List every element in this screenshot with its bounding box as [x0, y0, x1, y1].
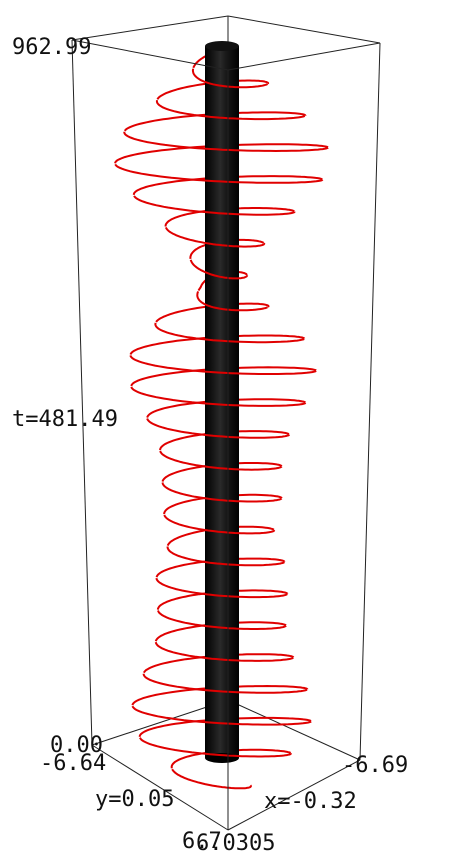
t-max-label: 962.99: [12, 35, 91, 60]
x-min-label: -6.69: [342, 753, 408, 778]
t-min-label: 0.00: [50, 733, 103, 758]
y-max-label: 6.7: [182, 829, 222, 854]
central-cylinder: [205, 41, 239, 763]
t-mid-label: t=481.49: [12, 407, 118, 432]
x-axis-label: x=-0.32: [264, 789, 357, 814]
bounding-box-front: [71, 39, 381, 831]
helix-trajectory-front: [114, 68, 329, 790]
x-max-label: 6.0305: [196, 831, 275, 856]
y-min-label: -6.64: [40, 751, 106, 776]
y-axis-label: y=0.05: [95, 787, 174, 812]
